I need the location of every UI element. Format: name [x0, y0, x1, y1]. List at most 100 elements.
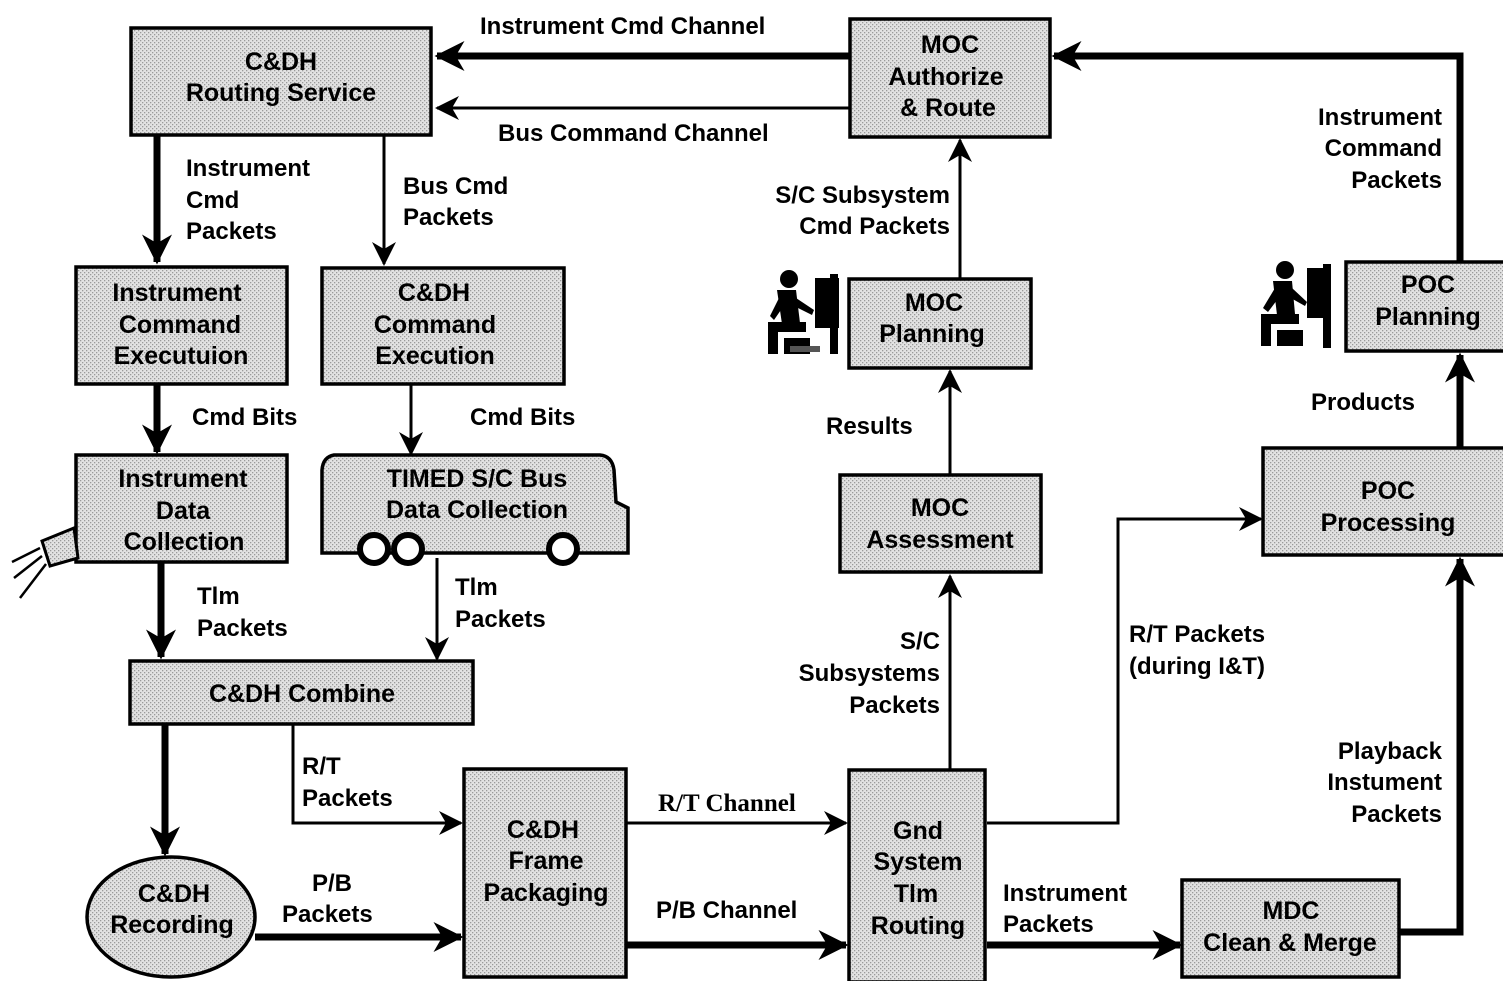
- svg-text:Packets: Packets: [1003, 911, 1094, 938]
- node-timed-bus-data-collection: TIMED S/C Bus Data Collection: [320, 453, 630, 566]
- svg-text:S/C Subsystem: S/C Subsystem: [775, 182, 950, 209]
- svg-text:Routing: Routing: [871, 912, 965, 940]
- svg-text:Packets: Packets: [403, 204, 494, 231]
- svg-text:Executuion: Executuion: [114, 342, 249, 370]
- svg-text:Assessment: Assessment: [866, 526, 1014, 554]
- label-instrument-packets: Instrument Packets: [1003, 880, 1127, 938]
- label-cmd-bits-right: Cmd Bits: [470, 404, 575, 431]
- svg-text:Instument: Instument: [1327, 769, 1442, 796]
- node-poc-processing: POC Processing: [1261, 446, 1503, 557]
- node-moc-planning: MOC Planning: [847, 277, 1033, 370]
- node-cdh-frame-packaging: C&DH Frame Packaging: [462, 767, 628, 979]
- label-results: Results: [826, 413, 913, 440]
- svg-text:Instrument: Instrument: [112, 279, 242, 307]
- svg-text:C&DH: C&DH: [138, 880, 210, 908]
- node-cdh-command-execution: C&DH Command Execution: [320, 266, 566, 386]
- node-cdh-combine: C&DH Combine: [128, 659, 475, 726]
- svg-text:C&DH: C&DH: [507, 816, 579, 844]
- svg-text:Instrument: Instrument: [118, 465, 248, 493]
- svg-text:Command: Command: [374, 311, 496, 339]
- svg-text:POC: POC: [1361, 477, 1415, 505]
- svg-text:Instrument: Instrument: [1003, 880, 1127, 907]
- svg-text:Packets: Packets: [849, 692, 940, 719]
- svg-text:Packets: Packets: [1351, 167, 1442, 194]
- svg-text:C&DH Combine: C&DH Combine: [209, 680, 395, 708]
- svg-text:Routing Service: Routing Service: [186, 79, 376, 107]
- svg-text:Clean & Merge: Clean & Merge: [1203, 929, 1377, 957]
- svg-text:Packets: Packets: [197, 615, 288, 642]
- svg-text:Tlm: Tlm: [455, 574, 498, 601]
- svg-text:Data Collection: Data Collection: [386, 496, 568, 524]
- svg-text:C&DH: C&DH: [245, 48, 317, 76]
- svg-text:Packaging: Packaging: [483, 879, 608, 907]
- label-products: Products: [1311, 389, 1415, 416]
- node-cdh-routing-service: C&DH Routing Service: [129, 26, 433, 137]
- node-moc-authorize-route: MOC Authorize & Route: [848, 17, 1052, 139]
- label-rt-channel: R/T Channel: [658, 790, 796, 817]
- edge-labels: Instrument Cmd Channel Bus Command Chann…: [186, 13, 1443, 938]
- arrow-instrument-command-packets: [1051, 41, 1464, 262]
- svg-text:(during I&T): (during I&T): [1129, 653, 1265, 680]
- bus-body: [320, 453, 630, 555]
- svg-text:Subsystems: Subsystems: [799, 660, 940, 687]
- svg-text:Processing: Processing: [1321, 509, 1456, 537]
- svg-text:Data: Data: [156, 497, 211, 525]
- svg-text:Instrument: Instrument: [186, 155, 310, 182]
- svg-text:Frame: Frame: [508, 847, 583, 875]
- svg-text:Command: Command: [119, 311, 241, 339]
- svg-text:C&DH: C&DH: [398, 279, 470, 307]
- node-poc-planning: POC Planning: [1344, 260, 1503, 353]
- svg-text:S/C: S/C: [900, 628, 940, 655]
- svg-text:Authorize: Authorize: [888, 63, 1003, 91]
- svg-text:Recording: Recording: [110, 911, 234, 939]
- arrow-rt-packets: [291, 724, 463, 835]
- label-cmd-bits-left: Cmd Bits: [192, 404, 297, 431]
- svg-text:Packets: Packets: [282, 901, 373, 928]
- sensor-icon: [11, 525, 80, 599]
- svg-text:MOC: MOC: [911, 494, 969, 522]
- svg-text:R/T: R/T: [302, 753, 341, 780]
- node-instrument-command-execution: Instrument Command Executuion: [74, 265, 289, 386]
- svg-text:Command: Command: [1325, 135, 1442, 162]
- svg-text:Tlm: Tlm: [894, 880, 938, 908]
- svg-text:P/B: P/B: [312, 870, 352, 897]
- label-bus-command-channel: Bus Command Channel: [498, 120, 769, 147]
- svg-text:& Route: & Route: [900, 94, 996, 122]
- operator-workstation-icon: [1261, 261, 1331, 348]
- label-tlm-packets-left: Tlm Packets: [197, 583, 288, 642]
- svg-text:Packets: Packets: [1351, 801, 1442, 828]
- svg-text:Execution: Execution: [375, 342, 494, 370]
- label-sc-subsystems-packets: S/C Subsystems Packets: [799, 628, 940, 719]
- label-instrument-cmd-channel: Instrument Cmd Channel: [480, 13, 765, 40]
- svg-text:Cmd Packets: Cmd Packets: [799, 213, 950, 240]
- label-pb-packets: P/B Packets: [282, 870, 373, 928]
- svg-text:System: System: [874, 848, 963, 876]
- label-playback-packets: Playback Instument Packets: [1327, 738, 1442, 828]
- label-rt-packets: R/T Packets: [302, 753, 393, 812]
- node-cdh-recording: C&DH Recording: [85, 855, 257, 979]
- svg-text:Planning: Planning: [1375, 303, 1481, 331]
- svg-text:Packets: Packets: [455, 606, 546, 633]
- svg-text:Playback: Playback: [1338, 738, 1443, 765]
- arrow-rt-packets-it: [987, 507, 1263, 825]
- connectors: [142, 41, 1475, 960]
- svg-text:MDC: MDC: [1263, 897, 1320, 925]
- svg-text:Bus Cmd: Bus Cmd: [403, 173, 508, 200]
- label-bus-cmd-packets: Bus Cmd Packets: [403, 173, 508, 231]
- svg-text:TIMED S/C Bus: TIMED S/C Bus: [387, 465, 568, 493]
- svg-text:Tlm: Tlm: [197, 583, 240, 610]
- svg-text:Instrument: Instrument: [1318, 104, 1442, 131]
- label-instrument-cmd-packets: Instrument Cmd Packets: [186, 155, 310, 245]
- svg-text:MOC: MOC: [905, 289, 963, 317]
- node-moc-assessment: MOC Assessment: [838, 473, 1043, 574]
- label-tlm-packets-right: Tlm Packets: [455, 574, 546, 633]
- svg-text:Packets: Packets: [186, 218, 277, 245]
- svg-text:Packets: Packets: [302, 785, 393, 812]
- node-instrument-data-collection: Instrument Data Collection: [74, 453, 289, 564]
- svg-text:Planning: Planning: [879, 320, 985, 348]
- svg-text:Gnd: Gnd: [893, 817, 943, 845]
- arrow-playback-packets: [1399, 556, 1475, 936]
- operator-workstation-icon: [768, 270, 839, 354]
- svg-text:Collection: Collection: [124, 528, 245, 556]
